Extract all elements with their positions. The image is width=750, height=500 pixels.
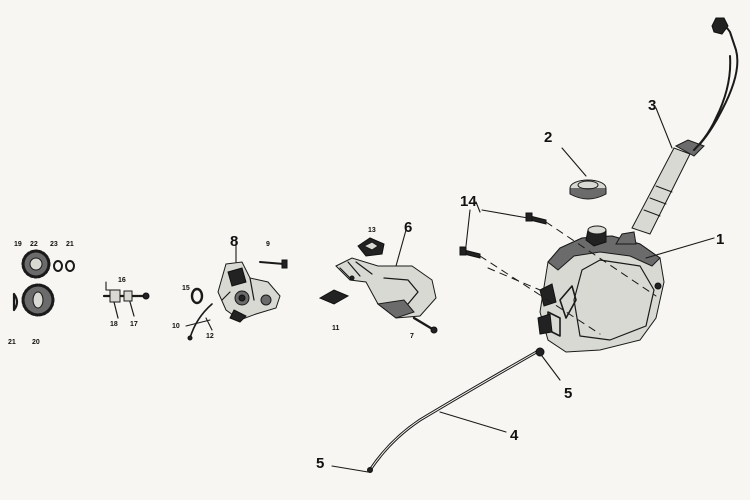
label-4: 4 xyxy=(510,427,519,444)
o-ring xyxy=(190,287,204,305)
mounting-bolts xyxy=(459,212,547,259)
assembly-lines xyxy=(479,221,657,335)
label-3: 3 xyxy=(648,97,656,114)
label-20: 20 xyxy=(32,339,40,346)
label-18: 18 xyxy=(110,321,118,328)
drive-gear xyxy=(21,249,75,279)
oil-tank xyxy=(537,225,665,353)
drive-shaft xyxy=(102,289,150,319)
label-1: 1 xyxy=(716,231,724,248)
leader-lines xyxy=(105,107,715,473)
label-15: 15 xyxy=(182,285,190,292)
label-16: 16 xyxy=(118,277,126,284)
label-2: 2 xyxy=(544,129,552,146)
tank-cap xyxy=(569,179,607,200)
oil-hose xyxy=(367,347,545,473)
label-5-end: 5 xyxy=(316,455,324,472)
label-14: 14 xyxy=(460,193,477,210)
driven-gear xyxy=(12,283,55,317)
pump-bolt xyxy=(259,259,288,269)
pump-cable xyxy=(187,303,213,341)
label-6: 6 xyxy=(404,219,412,236)
label-13: 13 xyxy=(368,227,376,234)
oil-pump xyxy=(217,261,281,323)
label-21-bottom: 21 xyxy=(8,339,16,346)
label-22: 22 xyxy=(30,241,38,248)
label-23: 23 xyxy=(50,241,58,248)
label-9: 9 xyxy=(266,241,270,248)
label-8: 8 xyxy=(230,233,238,250)
label-21-top: 21 xyxy=(66,241,74,248)
label-11: 11 xyxy=(332,325,340,332)
label-10: 10 xyxy=(172,323,180,330)
cover-screw xyxy=(412,316,438,334)
clip xyxy=(357,237,385,257)
label-7: 7 xyxy=(410,333,414,340)
part-labels: 1 2 3 4 5 5 6 7 8 9 10 11 12 13 14 15 16… xyxy=(8,97,724,472)
label-5-clamp: 5 xyxy=(564,385,572,402)
filler-neck-hose xyxy=(631,17,739,235)
pump-cover xyxy=(335,257,437,319)
label-19: 19 xyxy=(14,241,22,248)
label-12: 12 xyxy=(206,333,214,340)
pad xyxy=(318,289,350,305)
label-17: 17 xyxy=(130,321,138,328)
